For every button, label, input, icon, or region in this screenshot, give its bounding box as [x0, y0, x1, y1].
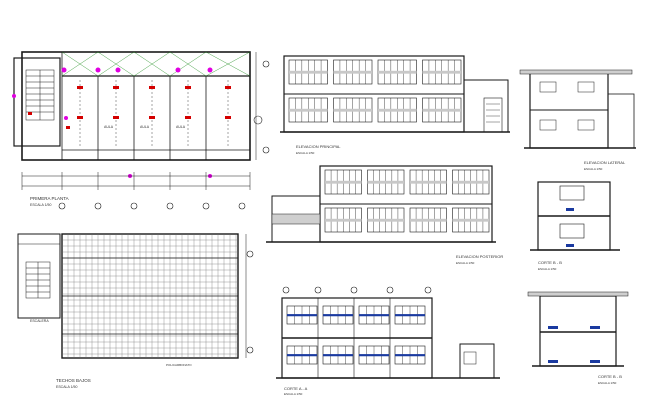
- side-elevation-scale: ESCALA 1/50: [584, 167, 603, 171]
- floor-plan-scale: ESCALA 1/50: [30, 203, 51, 207]
- window-tint: [367, 180, 404, 184]
- escalera-label: ESCALERA: [30, 319, 49, 323]
- side-elevation-title: ELEVACION LATERAL: [584, 160, 626, 165]
- window-tint: [378, 108, 417, 112]
- section-c-c: [527, 291, 629, 367]
- section-a-scale: ESCALA 1/50: [284, 392, 303, 396]
- roof-plan: [17, 233, 254, 359]
- rear-elevation-title: ELEVACION POSTERIOR: [456, 254, 503, 259]
- main-elevation-scale: ESCALA 1/50: [296, 151, 315, 155]
- aula-label-3: AULA: [176, 125, 186, 129]
- window-tint: [410, 180, 447, 184]
- stair-symbol: [25, 69, 55, 121]
- section-b-title: CORTE B - B: [538, 260, 562, 265]
- roof-plan-scale: ESCALA 1/50: [56, 385, 77, 389]
- window-tint: [325, 180, 362, 184]
- section-a-a: [276, 286, 500, 379]
- window-tint: [422, 70, 461, 74]
- section-c-title: CORTE B - B: [598, 374, 622, 379]
- window-tint: [323, 354, 353, 357]
- floor-plan-title: PRIMERA PLANTA: [30, 196, 69, 201]
- window-tint: [395, 314, 425, 317]
- policarbonato-label: POLICARBONATO: [166, 363, 192, 367]
- window-tint: [359, 354, 389, 357]
- window-tint: [287, 354, 317, 357]
- window-tint: [289, 108, 328, 112]
- window-tint: [367, 218, 404, 222]
- window-tint: [287, 314, 317, 317]
- window-tint: [359, 314, 389, 317]
- section-b-scale: ESCALA 1/50: [538, 267, 557, 271]
- window-tint: [289, 70, 328, 74]
- roof-plan-title: TECHOS BAJOS: [56, 378, 91, 383]
- side-elevation: [519, 69, 636, 149]
- rear-elevation: [266, 165, 496, 243]
- rear-elevation-scale: ESCALA 1/50: [456, 261, 475, 265]
- window-tint: [333, 70, 372, 74]
- window-tint: [378, 70, 417, 74]
- window-tint: [410, 218, 447, 222]
- window-tint: [333, 108, 372, 112]
- window-tint: [452, 180, 489, 184]
- window-tint: [323, 314, 353, 317]
- section-b-b: [530, 181, 620, 251]
- aula-label-1: AULA: [104, 125, 114, 129]
- window-tint: [452, 218, 489, 222]
- window-tint: [395, 354, 425, 357]
- main-elevation: [280, 55, 510, 133]
- floor-plan: [12, 51, 270, 210]
- window-tint: [325, 218, 362, 222]
- section-c-scale: ESCALA 1/50: [598, 381, 617, 385]
- section-a-title: CORTE A - A: [284, 386, 308, 391]
- aula-label-2: AULA: [140, 125, 150, 129]
- main-elevation-title: ELEVACION PRINCIPAL: [296, 144, 341, 149]
- window-tint: [422, 108, 461, 112]
